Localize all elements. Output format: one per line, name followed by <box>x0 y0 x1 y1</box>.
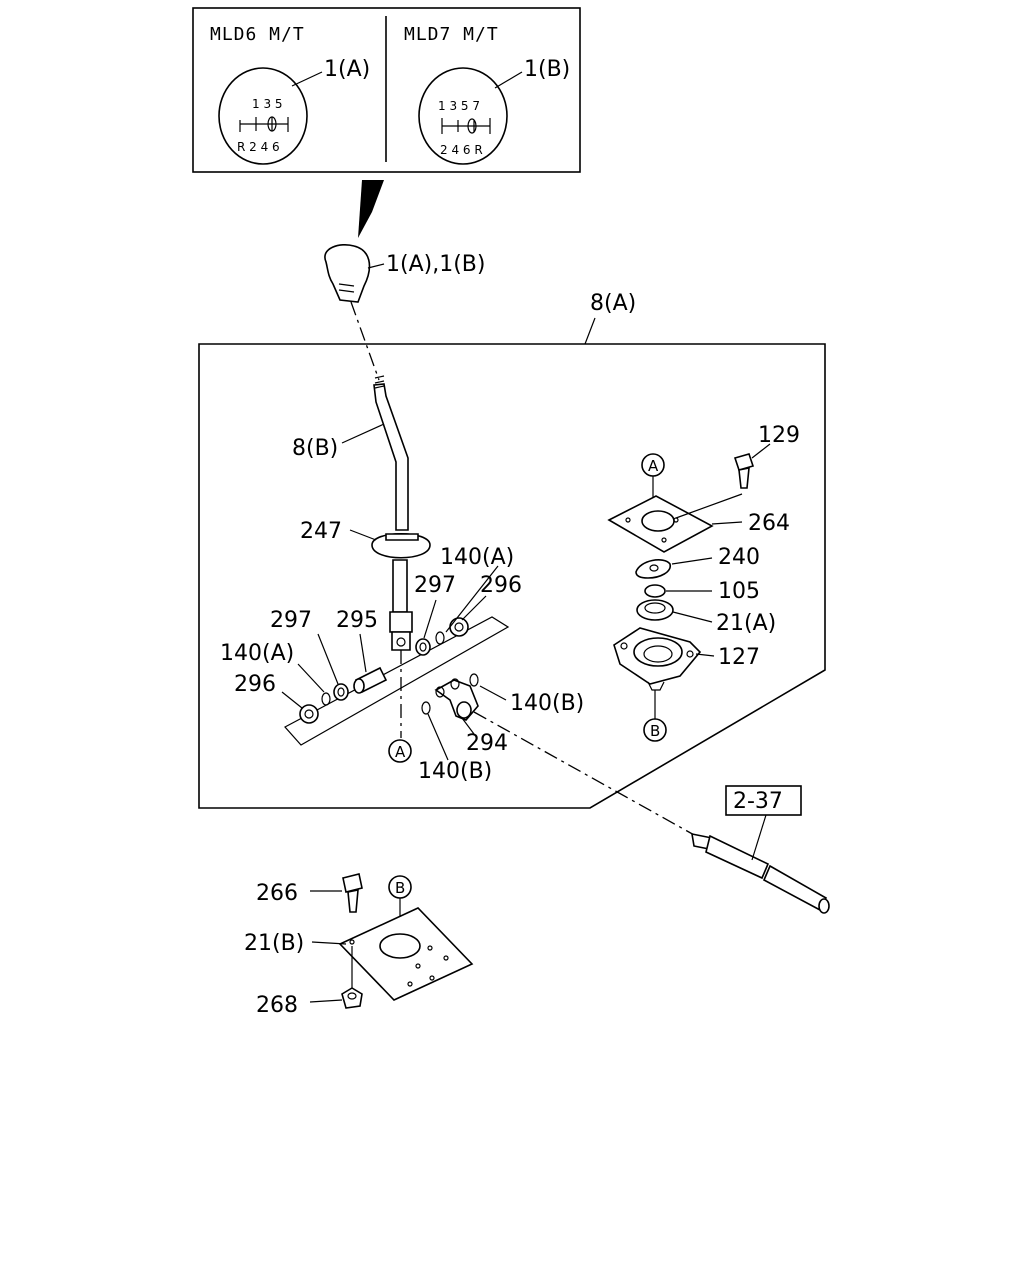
clip-140b-bottom <box>421 701 431 715</box>
leader-264 <box>711 521 743 525</box>
knob-axis-line <box>350 301 380 381</box>
rod-axis-line <box>473 711 697 837</box>
label-8b: 8(B) <box>292 436 338 461</box>
label-296-left: 296 <box>234 672 276 697</box>
label-21a: 21(A) <box>716 611 776 636</box>
label-297-right: 297 <box>414 573 456 598</box>
label-297-left: 297 <box>270 608 312 633</box>
pin-295 <box>353 666 388 694</box>
bolt-129 <box>733 453 755 489</box>
leader-knob <box>367 263 385 269</box>
leader-8b <box>341 423 385 444</box>
leader-268 <box>309 999 343 1003</box>
leader-1a <box>291 71 323 87</box>
leader-297-left <box>317 633 339 685</box>
label-140b-right: 140(B) <box>510 691 584 716</box>
label-1a: 1(A) <box>324 57 370 82</box>
svg-text:B: B <box>395 879 405 897</box>
label-268: 268 <box>256 993 298 1018</box>
leader-240 <box>671 557 713 565</box>
assembly-frame <box>198 343 826 809</box>
clip-140a-right <box>435 631 445 645</box>
shift-lever <box>371 375 431 651</box>
leader-21a <box>672 611 713 623</box>
label-296-right: 296 <box>480 573 522 598</box>
mld7-knob-top: 1 3 5 7 2 4 6 R <box>418 67 508 165</box>
label-295: 295 <box>336 608 378 633</box>
bolt-266 <box>342 873 363 913</box>
clip-140b-right <box>469 673 479 687</box>
label-knob: 1(A),1(B) <box>386 252 485 277</box>
shift-pattern-inset: MLD6 M/T MLD7 M/T 1 3 5 R 2 4 6 1(A) 1 3… <box>192 7 581 173</box>
label-240: 240 <box>718 545 760 570</box>
leader-21b <box>311 941 347 945</box>
leader-129 <box>751 443 771 459</box>
mld7-title: MLD7 M/T <box>404 24 499 45</box>
svg-text:A: A <box>395 743 406 761</box>
bushing-296-right <box>449 617 469 637</box>
label-140a-left: 140(A) <box>220 641 294 666</box>
leader-295 <box>359 633 367 673</box>
leader-140b-right <box>479 685 507 701</box>
shift-rod <box>691 832 830 914</box>
leader-140b-bottom <box>427 713 449 761</box>
plate-21b <box>338 907 474 1001</box>
bolt-axis <box>675 493 743 519</box>
leader-296-right <box>461 595 487 621</box>
joint-294 <box>434 678 479 721</box>
inset-pointer <box>358 180 384 238</box>
label-129: 129 <box>758 423 800 448</box>
svg-text:A: A <box>648 457 659 475</box>
label-266: 266 <box>256 881 298 906</box>
label-247: 247 <box>300 519 342 544</box>
mld6-top-pattern: 1 3 5 <box>252 97 283 111</box>
leader-ref-box <box>751 814 767 861</box>
mld6-title: MLD6 M/T <box>210 24 305 45</box>
washer-297-left <box>333 683 349 701</box>
nut-268 <box>341 987 363 1009</box>
label-21b: 21(B) <box>244 931 304 956</box>
leader-294 <box>461 717 475 735</box>
label-140b-bottom: 140(B) <box>418 759 492 784</box>
label-8a: 8(A) <box>590 291 636 316</box>
marker-b-lower: B <box>388 875 412 899</box>
label-140a-top: 140(A) <box>440 545 514 570</box>
label-1b: 1(B) <box>524 57 570 82</box>
boot-240 <box>635 559 671 579</box>
seat-21a <box>636 599 674 621</box>
leader-1b <box>494 71 523 89</box>
leader-296-left <box>281 691 303 709</box>
shift-knob <box>324 244 371 303</box>
label-294: 294 <box>466 731 508 756</box>
marker-a-upper: A <box>641 453 665 477</box>
label-ref-box: 2-37 <box>733 789 783 814</box>
leader-8a <box>584 317 596 345</box>
svg-text:B: B <box>650 722 660 740</box>
marker-b-upper: B <box>643 718 667 742</box>
marker-a-lower: A <box>388 739 412 763</box>
mld6-knob-top: 1 3 5 R 2 4 6 <box>218 67 308 165</box>
washer-297-right <box>415 638 431 656</box>
housing-127 <box>613 627 702 691</box>
leader-140a-top <box>445 565 499 633</box>
mld7-top-pattern: 1 3 5 7 <box>438 99 480 113</box>
label-264: 264 <box>748 511 790 536</box>
label-127: 127 <box>718 645 760 670</box>
leader-140a-left <box>297 663 325 693</box>
clip-140a-left <box>321 692 331 706</box>
mld6-bottom-pattern: R 2 4 6 <box>237 140 280 154</box>
leader-127 <box>695 653 715 657</box>
ring-105 <box>644 584 666 598</box>
ref-box <box>725 785 802 816</box>
bushing-296-left <box>299 704 319 724</box>
inset-frame <box>192 7 581 173</box>
mld7-bottom-pattern: 2 4 6 R <box>440 143 483 157</box>
label-105: 105 <box>718 579 760 604</box>
leader-297-right <box>423 599 437 639</box>
leader-247 <box>349 529 377 541</box>
plate-264 <box>607 495 714 553</box>
